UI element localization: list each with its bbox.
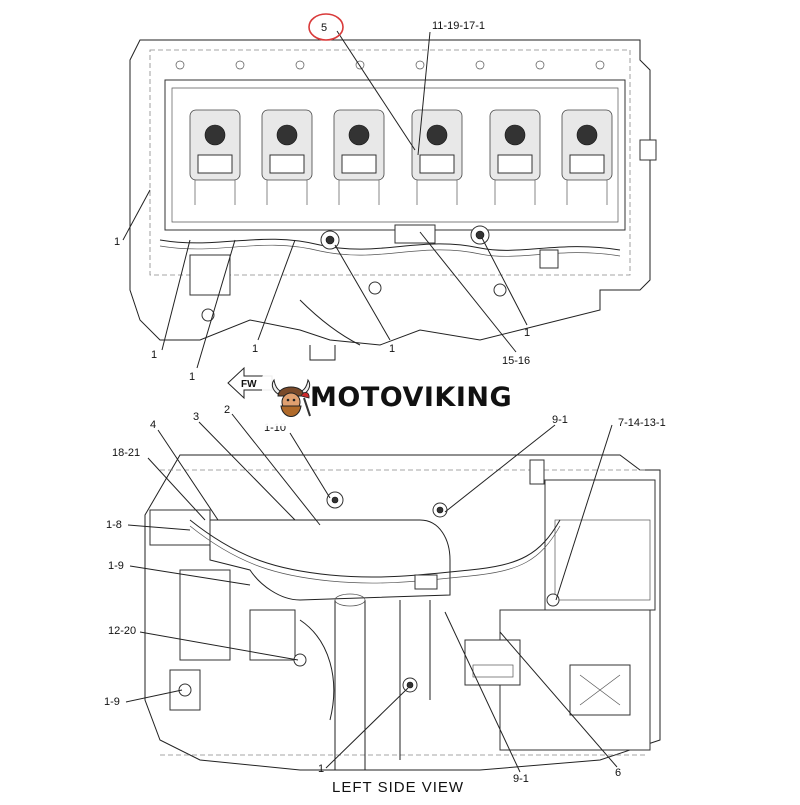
callout-1: 1	[524, 327, 530, 339]
forward-label: FW	[241, 379, 257, 390]
watermark-logo: MOTOVIKING	[262, 374, 534, 426]
callout-3: 3	[193, 411, 199, 423]
top-view-engine	[129, 39, 657, 361]
callout-12-20: 12-20	[108, 625, 136, 637]
highlight-circle	[308, 13, 344, 41]
top-view-leaders	[122, 30, 528, 369]
callout-7-14-13-1: 7-14-13-1	[618, 417, 666, 429]
callout-1: 1	[114, 236, 120, 248]
callout-4: 4	[150, 419, 156, 431]
callout-9-1: 9-1	[513, 773, 529, 785]
callout-1: 1	[318, 763, 324, 775]
callout-6: 6	[615, 767, 621, 779]
callout-15-16: 15-16	[502, 355, 530, 367]
watermark-text: MOTOVIKING	[310, 382, 513, 413]
callout-2: 2	[224, 404, 230, 416]
view-caption: LEFT SIDE VIEW	[332, 779, 464, 796]
callout-1-9: 1-9	[104, 696, 120, 708]
callout-5: 5	[321, 22, 327, 34]
callout-1: 1	[389, 343, 395, 355]
left-side-view-callouts: 4 3 2 1-10 9-1 7-14-13-1 18-21 1-8 1-9 1…	[104, 404, 666, 785]
top-view-callouts: 5 11-19-17-1 1 1 1 1 1 1 15-16	[114, 20, 530, 383]
callout-9-1: 9-1	[552, 414, 568, 426]
left-side-view-engine	[144, 454, 661, 771]
callout-1-9: 1-9	[108, 560, 124, 572]
viking-mascot-icon	[271, 378, 311, 417]
callout-1-8: 1-8	[106, 519, 122, 531]
rocker-assemblies	[189, 109, 613, 205]
callout-18-21: 18-21	[112, 447, 140, 459]
callout-11-19-17-1: 11-19-17-1	[432, 20, 485, 32]
callout-1: 1	[252, 343, 258, 355]
left-side-view-leaders	[125, 413, 618, 773]
callout-1: 1	[189, 371, 195, 383]
callout-1: 1	[151, 349, 157, 361]
